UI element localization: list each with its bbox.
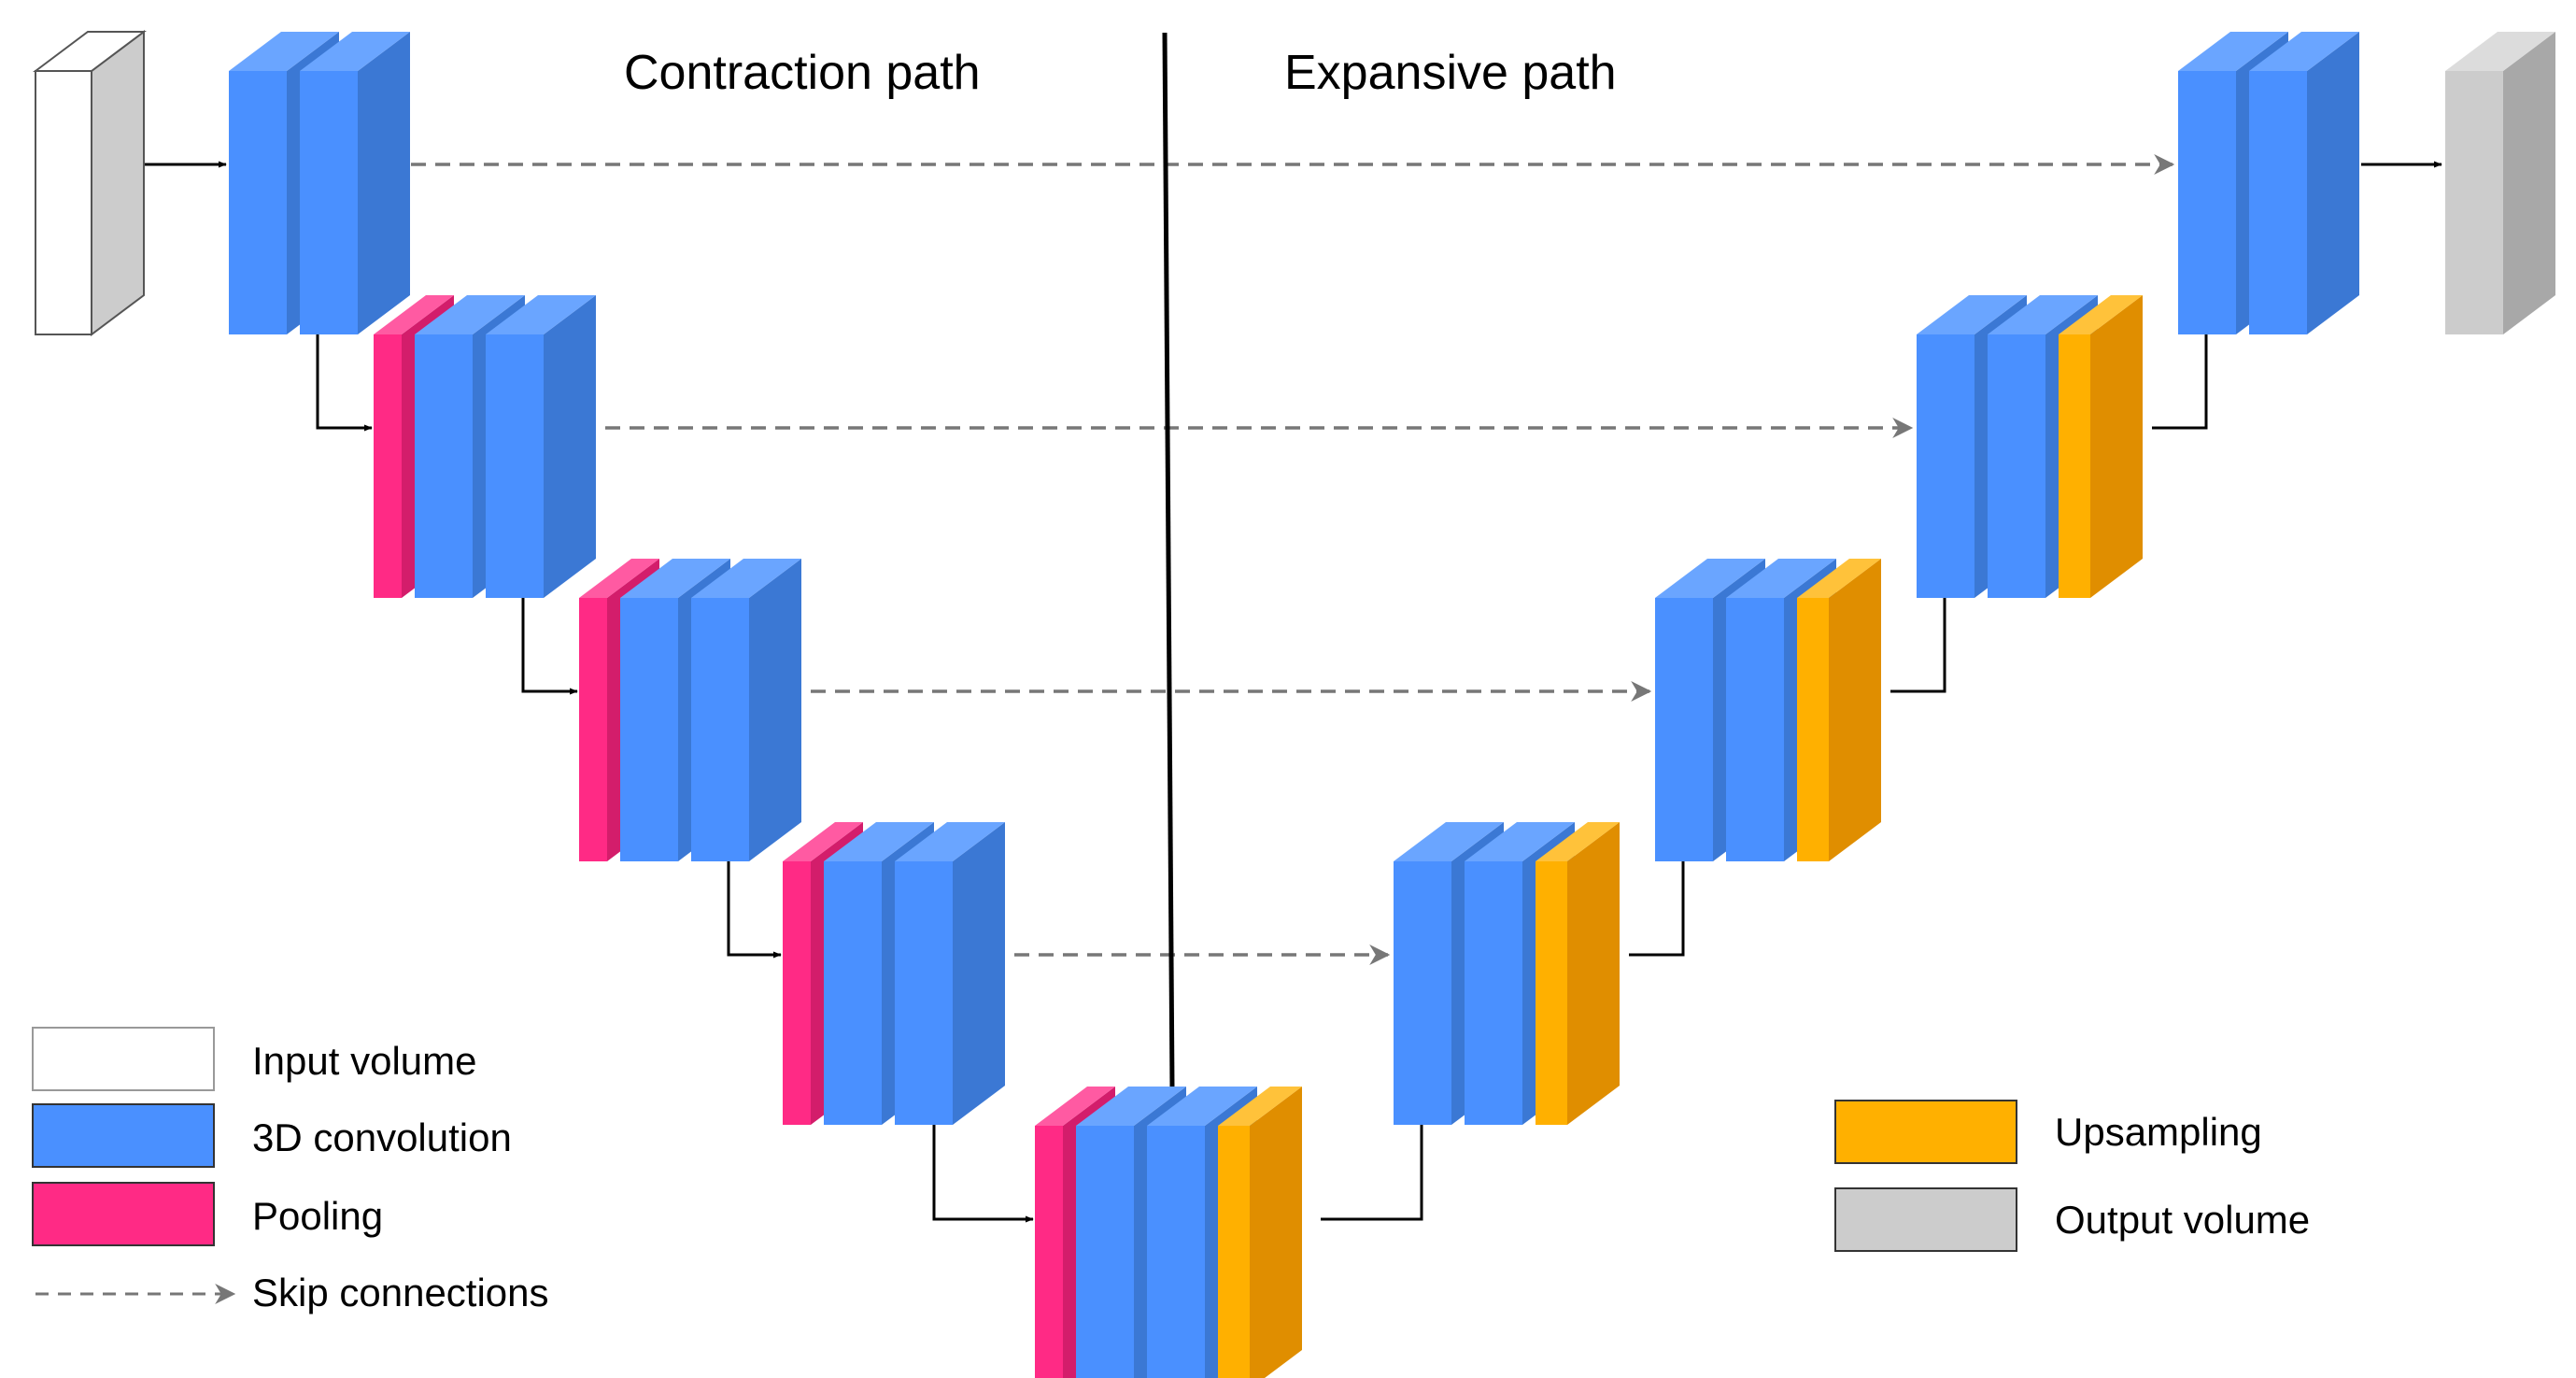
dec-level-1-conv-1: [2249, 32, 2359, 334]
legend-item-skip: Skip connections: [35, 1271, 549, 1314]
arrow-dec3-to-dec2: [1890, 561, 1948, 693]
legend-item-pool: Pooling: [32, 1182, 383, 1246]
legend-label-conv: 3D convolution: [252, 1115, 512, 1159]
arrow-enc4-to-bottleneck: [932, 1087, 1034, 1223]
legend-swatch-input: [32, 1027, 215, 1091]
expansive-path-title: Expansive path: [1284, 46, 1617, 100]
legend-label-skip: Skip connections: [252, 1271, 549, 1314]
network-blocks: [33, 30, 2555, 1378]
legend-label-output: Output volume: [2055, 1198, 2310, 1242]
enc-level-1-conv-1: [300, 32, 410, 334]
arrow-bottleneck-to-dec4: [1321, 1088, 1425, 1221]
legend-item-output: Output volume: [1834, 1187, 2310, 1252]
enc-level-3-conv-2: [691, 559, 801, 861]
dec-level-2-up-2: [2059, 295, 2143, 598]
legend-label-input: Input volume: [252, 1039, 476, 1083]
legend-item-conv: 3D convolution: [32, 1103, 512, 1168]
legend-swatch-pool: [32, 1182, 215, 1246]
legend: Input volume 3D convolution Pooling Skip…: [32, 1027, 2310, 1314]
legend-swatch-up: [1834, 1100, 2017, 1164]
dec-level-3-up-2: [1797, 559, 1881, 861]
input-volume-block: [33, 30, 147, 336]
arrow-dec4-to-dec3: [1629, 825, 1687, 957]
enc-level-4-conv-2: [895, 822, 1005, 1125]
skip-connections: [411, 154, 2175, 965]
arrow-enc2-to-enc3: [521, 561, 578, 695]
legend-label-up: Upsampling: [2055, 1110, 2262, 1154]
dec-level-4-up-2: [1536, 822, 1620, 1125]
contraction-path-title: Contraction path: [624, 46, 981, 100]
arrow-enc3-to-enc4: [727, 824, 782, 959]
legend-item-input: Input volume: [32, 1027, 476, 1091]
enc-level-2-conv-2: [486, 295, 596, 598]
arrow-dec2-to-dec1: [2152, 298, 2210, 430]
bottleneck-up-3: [1218, 1087, 1302, 1378]
legend-label-pool: Pooling: [252, 1194, 383, 1238]
output-volume-block: [2445, 32, 2555, 334]
flow-arrows: [144, 161, 2442, 1223]
center-divider: [1162, 32, 1175, 1089]
legend-swatch-conv: [32, 1103, 215, 1168]
legend-item-up: Upsampling: [1834, 1100, 2262, 1164]
legend-swatch-output: [1834, 1187, 2017, 1252]
arrow-enc1-to-enc2: [316, 297, 373, 432]
